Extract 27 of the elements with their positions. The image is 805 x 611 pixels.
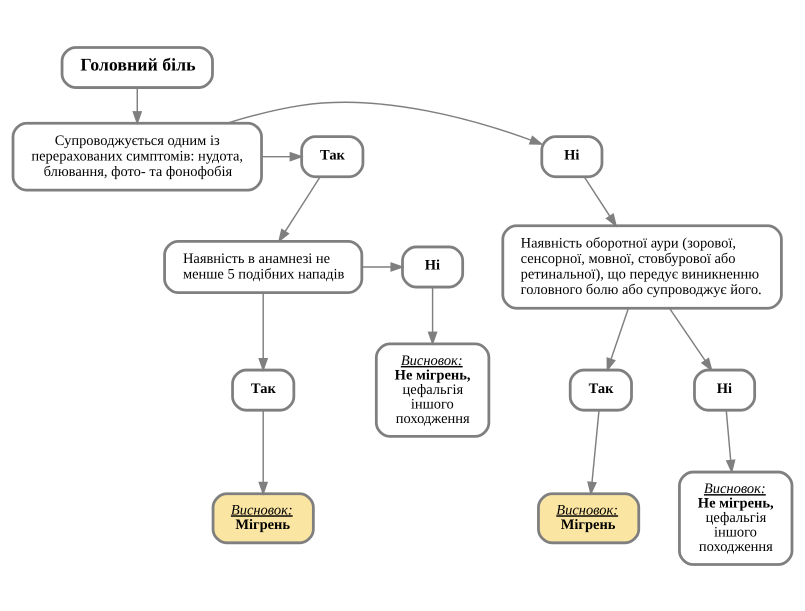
arrow <box>587 410 600 496</box>
node-box: Так <box>231 368 296 412</box>
arrow <box>278 176 321 242</box>
node-box: Так <box>568 368 633 412</box>
arrow <box>726 410 736 474</box>
node-box: Так <box>300 134 364 178</box>
arrow <box>584 176 618 228</box>
node-box: Наявність в анамнезі не менше 5 подібних нападів <box>163 239 364 294</box>
node-box: Супроводжується одним із перерахованих симптомів: нудота, блювання, фото- та фонофобія <box>12 121 263 191</box>
arrow <box>226 101 544 144</box>
node-box: Головний біль <box>60 46 214 88</box>
arrow <box>428 287 438 346</box>
arrow <box>262 151 304 162</box>
arrow <box>258 410 268 496</box>
node-box: Ні <box>540 134 604 178</box>
node-box: Ні <box>401 245 464 288</box>
node-box: Висновок: Не мігрень, цефальгія іншого походження <box>374 342 490 438</box>
node-box: Висновок: Мігрень <box>537 492 640 544</box>
node-box: Висновок: Мігрень <box>212 492 315 544</box>
arrow <box>668 307 713 372</box>
node-box: Наявність оборотної аури (зорової, сенсорної, мовної, стовбурової або ретинальної), що передує виникненню головного болю або супроводжує його. <box>501 224 783 310</box>
arrow <box>132 87 142 125</box>
node-box: Висновок: Не мігрень, цефальгія іншого походження <box>678 470 794 566</box>
arrow <box>362 262 404 272</box>
node-box: Ні <box>693 368 756 412</box>
arrow <box>258 292 268 372</box>
arrow <box>606 308 630 372</box>
